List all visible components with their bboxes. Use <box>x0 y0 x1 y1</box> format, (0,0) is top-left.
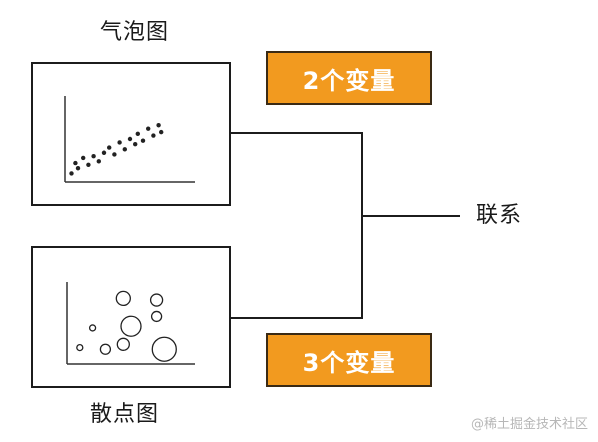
scatter-point-16 <box>140 138 146 143</box>
three-variables-badge: 3个变量 <box>266 333 432 387</box>
watermark-text: @稀土掘金技术社区 <box>470 417 588 432</box>
bubble-4 <box>116 337 130 351</box>
scatter-point-8 <box>101 150 107 155</box>
bubble-1 <box>76 343 84 352</box>
bubble-3 <box>99 343 112 355</box>
scatter-point-12 <box>122 147 128 152</box>
scatter-point-17 <box>146 126 151 131</box>
scatter-point-10 <box>112 152 117 157</box>
scatter-point-15 <box>135 131 140 137</box>
scatter-point-2 <box>73 160 78 166</box>
top-scatter-plot <box>64 96 195 183</box>
bubble-2 <box>88 324 97 332</box>
scatter-point-14 <box>133 141 138 147</box>
bubble-5 <box>120 315 142 337</box>
bubble-8 <box>150 310 163 323</box>
scatter-chart-label: 散点图 <box>90 402 160 427</box>
scatter-point-20 <box>159 129 164 135</box>
scatter-point-4 <box>81 155 86 161</box>
two-variables-badge: 2个变量 <box>266 51 432 105</box>
bottom-chart-box <box>31 246 231 388</box>
scatter-point-3 <box>75 166 81 171</box>
bottom-bubble-plot <box>66 282 195 365</box>
bottom-axes <box>66 282 195 365</box>
watermark: @稀土掘金技术社区 <box>471 413 588 432</box>
bubble-6 <box>115 290 131 307</box>
scatter-point-9 <box>107 145 112 150</box>
top-chart-box <box>31 62 231 206</box>
scatter-point-7 <box>96 159 101 164</box>
scatter-point-5 <box>86 162 91 167</box>
top-axes <box>64 96 195 183</box>
bubble-chart-label: 气泡图 <box>100 20 170 45</box>
bubble-9 <box>151 336 177 362</box>
scatter-point-1 <box>69 171 74 176</box>
scatter-point-18 <box>151 133 156 138</box>
scatter-point-6 <box>91 154 96 159</box>
relationship-label: 联系 <box>476 203 523 228</box>
bubble-7 <box>149 293 164 307</box>
scatter-point-13 <box>127 136 133 142</box>
scatter-point-19 <box>156 123 161 128</box>
scatter-point-11 <box>117 140 122 145</box>
